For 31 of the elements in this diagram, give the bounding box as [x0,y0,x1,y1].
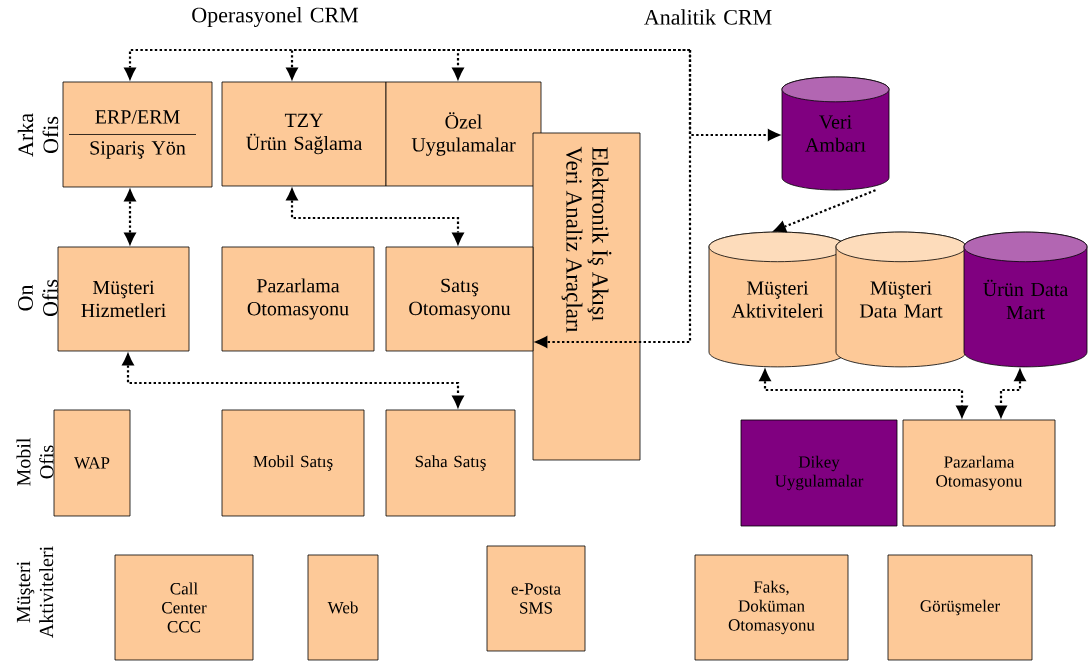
arrow [121,351,465,410]
process-box: Müşteri Hizmetleri [57,246,190,352]
process-box: WAP [53,409,131,517]
database-cylinder: Ürün Data Mart [963,231,1088,368]
process-box: e-Posta SMS [486,545,586,652]
arrow [758,367,969,420]
database-cylinder: Müşteri Data Mart [835,231,967,368]
process-box: Özel Uygulamalar [385,81,542,187]
arrow [123,187,137,247]
arrow [994,367,1027,420]
process-box: Call Center CCC [114,554,254,661]
process-box: Dikey Uygulamalar [740,419,898,527]
arrow [451,48,690,82]
process-box: Web [307,554,379,661]
section-heading: Operasyonel CRM [192,7,359,27]
process-box: Mobil Satış [221,409,365,517]
row-label: Müşteri Aktiviteleri [16,546,54,638]
process-box: Saha Satış [385,409,516,517]
arrow [772,189,876,233]
process-box: Görüşmeler [887,554,1033,661]
process-box: Satış Otomasyonu [385,246,534,352]
process-box: Pazarlama Otomasyonu [221,246,375,352]
process-box: ERP/ERM Sipariş Yön [62,81,213,188]
process-box: Pazarlama Otomasyonu [902,419,1056,527]
arrow [285,186,465,247]
process-box: TZY Ürün Sağlama [221,81,387,187]
section-heading: Analitik CRM [644,9,772,25]
process-box: Faks, Doküman Otomasyonu [694,554,849,661]
database-cylinder: Veri Ambarı [781,76,890,191]
arrow [533,50,692,349]
database-cylinder: Müşteri Aktiviteleri [708,231,847,368]
